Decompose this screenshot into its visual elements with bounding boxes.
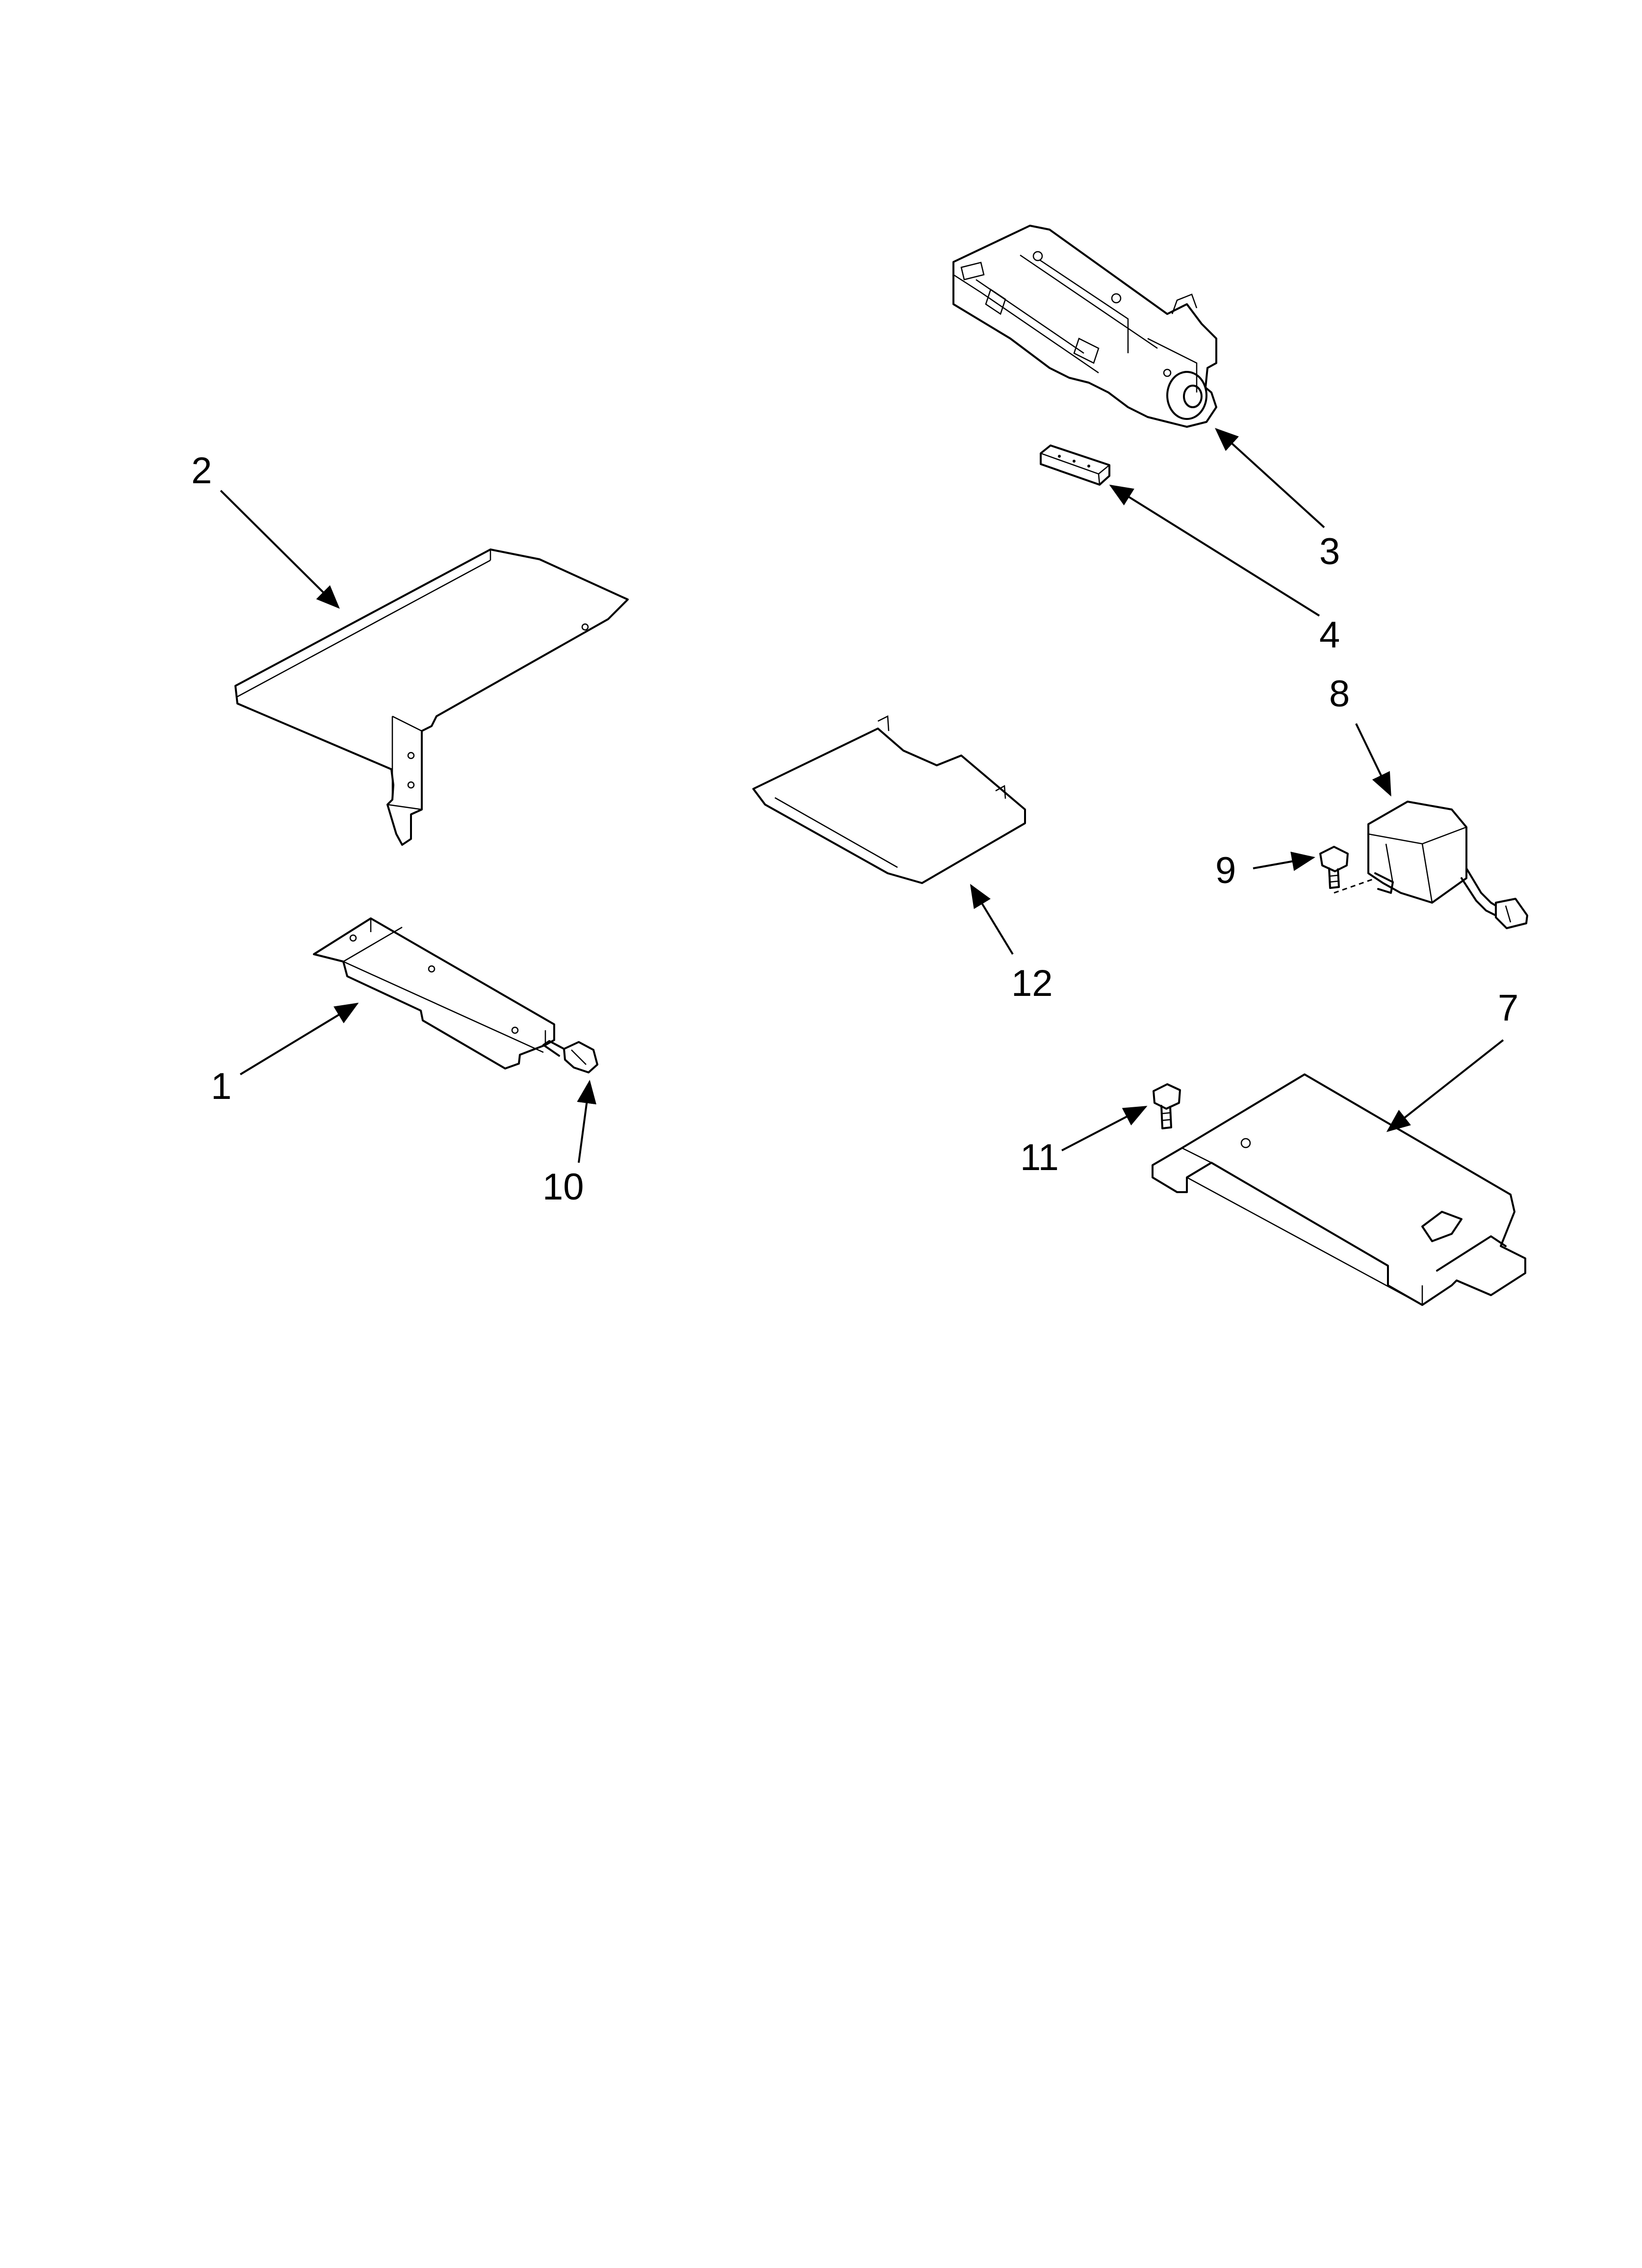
callout-9: 9 bbox=[1215, 850, 1236, 891]
leader-10 bbox=[577, 1080, 597, 1163]
part-8-transformer bbox=[1367, 801, 1528, 929]
part-1-rail-bracket bbox=[313, 917, 555, 1069]
leader-9 bbox=[1253, 852, 1315, 871]
part-10-screw bbox=[542, 1040, 598, 1073]
part-12-cover-plate bbox=[752, 715, 1026, 884]
callout-3: 3 bbox=[1319, 531, 1340, 573]
leader-1 bbox=[239, 1002, 359, 1075]
part-7-base-bracket bbox=[1152, 1073, 1526, 1306]
part-9-screw bbox=[1319, 846, 1374, 894]
callout-labels: 2 1 10 3 4 8 9 12 7 11 bbox=[191, 450, 1518, 1208]
callout-8: 8 bbox=[1329, 673, 1350, 715]
leader-lines bbox=[220, 428, 1504, 1163]
leader-7 bbox=[1386, 1039, 1504, 1132]
leader-11 bbox=[1061, 1106, 1148, 1151]
part-4-block bbox=[1040, 444, 1110, 486]
callout-10: 10 bbox=[542, 1166, 584, 1208]
part-3-motor-assembly bbox=[952, 225, 1217, 428]
callout-7: 7 bbox=[1498, 987, 1518, 1029]
callout-12: 12 bbox=[1011, 963, 1053, 1004]
callout-2: 2 bbox=[191, 450, 212, 492]
callout-4: 4 bbox=[1319, 614, 1340, 656]
callout-1: 1 bbox=[211, 1066, 231, 1107]
leader-8 bbox=[1355, 723, 1391, 797]
part-11-screw bbox=[1153, 1083, 1181, 1129]
callout-11: 11 bbox=[1020, 1137, 1059, 1178]
leader-4 bbox=[1109, 484, 1320, 617]
leader-12 bbox=[970, 884, 1014, 955]
leader-3 bbox=[1215, 428, 1325, 528]
leader-2 bbox=[220, 490, 340, 609]
part-2-shelf-bracket bbox=[234, 548, 629, 846]
